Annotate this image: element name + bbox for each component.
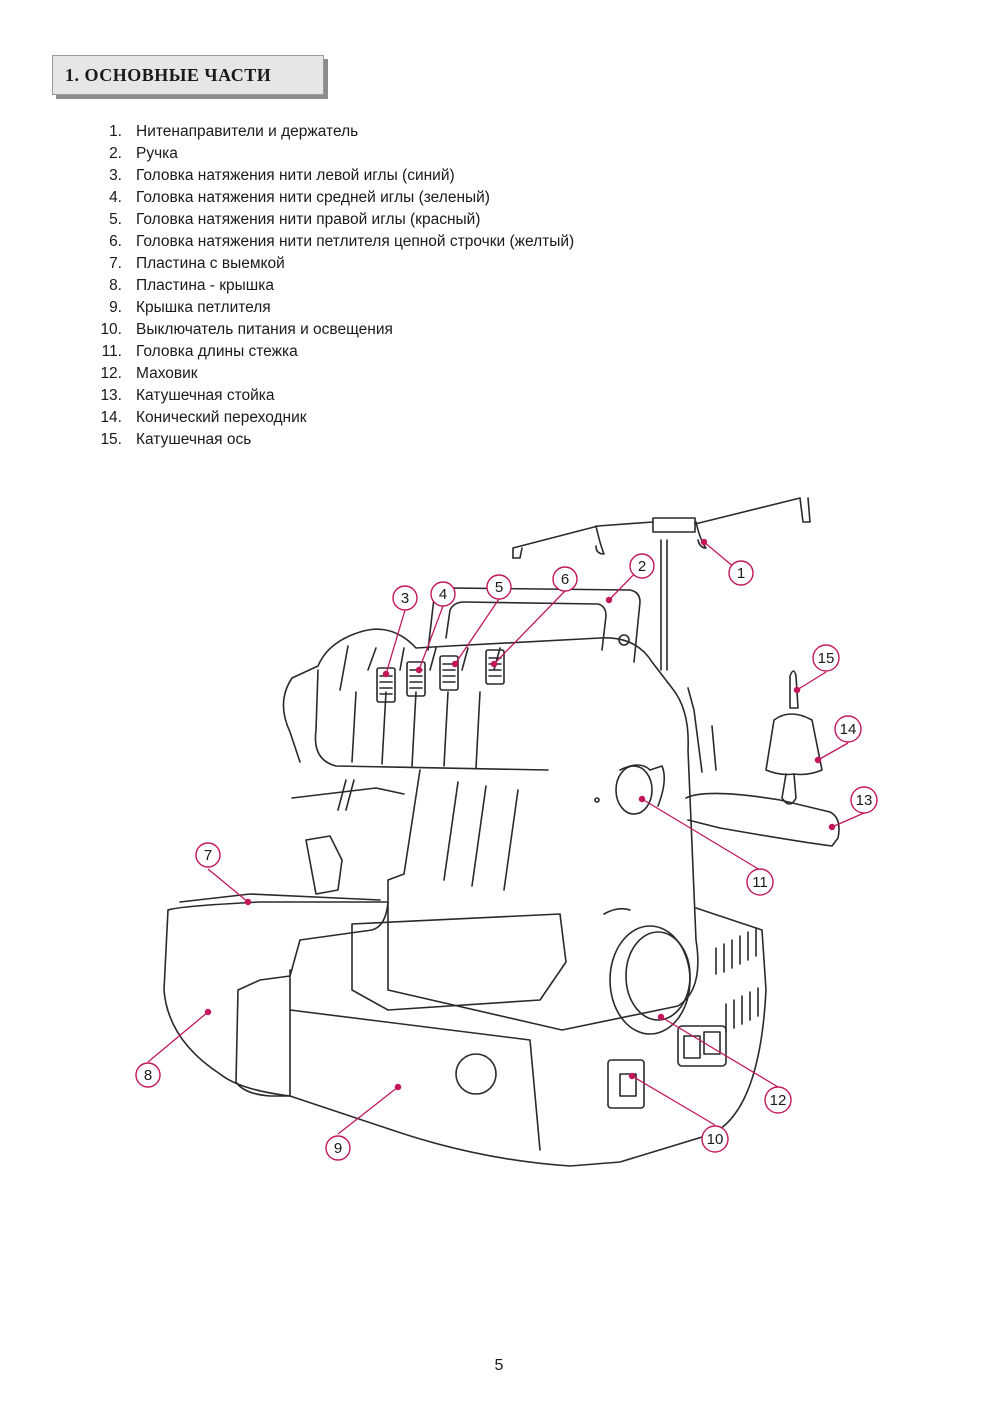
svg-text:6: 6 <box>561 571 569 588</box>
item-number: 15. <box>100 431 122 448</box>
section-title: 1. ОСНОВНЫЕ ЧАСТИ <box>65 65 272 85</box>
presser-foot-drawing <box>305 835 343 895</box>
item-number: 10. <box>100 321 122 338</box>
callout-13: 13 <box>850 786 878 814</box>
callouts: 1 2 3 4 5 6 7 8 9 10 11 12 13 14 15 <box>135 553 878 1161</box>
overlock-machine-diagram: 1 2 3 4 5 6 7 8 9 10 11 12 13 14 15 <box>135 497 878 1167</box>
item-label: Головка натяжения нити правой иглы (крас… <box>136 211 481 228</box>
svg-text:7: 7 <box>204 847 212 864</box>
svg-text:5: 5 <box>495 579 503 596</box>
list-item: 1. Нитенаправители и держатель <box>90 121 574 143</box>
svg-text:10: 10 <box>707 1131 724 1148</box>
item-label: Головка натяжения нити средней иглы (зел… <box>136 189 490 206</box>
item-number: 11. <box>101 343 122 360</box>
callout-9: 9 <box>325 1135 351 1161</box>
item-number: 7. <box>109 255 122 272</box>
list-item: 5. Головка натяжения нити правой иглы (кр… <box>90 209 574 231</box>
leader-lines <box>147 538 865 1135</box>
item-number: 13. <box>100 387 122 404</box>
list-item: 13. Катушечная стойка <box>90 385 574 407</box>
svg-text:12: 12 <box>770 1092 787 1109</box>
item-label: Пластина - крышка <box>136 277 274 294</box>
svg-text:3: 3 <box>401 590 409 607</box>
svg-text:8: 8 <box>144 1067 152 1084</box>
item-label: Катушечная стойка <box>136 387 275 404</box>
item-number: 5. <box>109 211 122 228</box>
item-label: Пластина с выемкой <box>136 255 285 272</box>
list-item: 3. Головка натяжения нити левой иглы (син… <box>90 165 574 187</box>
svg-text:2: 2 <box>638 558 646 575</box>
item-number: 14. <box>100 409 122 426</box>
lower-body-drawing <box>167 901 389 1097</box>
item-label: Крышка петлителя <box>136 299 271 316</box>
callout-7: 7 <box>195 842 221 868</box>
power-switch-drawing <box>607 1059 645 1109</box>
svg-text:4: 4 <box>439 586 447 603</box>
list-item: 15. Катушечная ось <box>90 429 574 451</box>
tension-dials-drawing <box>376 649 505 703</box>
item-number: 8. <box>109 277 122 294</box>
control-panel-drawing <box>677 1025 727 1067</box>
list-item: 4. Головка натяжения нити средней иглы (з… <box>90 187 574 209</box>
callout-6: 6 <box>552 566 578 592</box>
callout-3: 3 <box>392 585 418 611</box>
spool-stand-drawing <box>685 792 840 847</box>
callout-1: 1 <box>728 560 754 586</box>
item-number: 2. <box>109 145 122 162</box>
item-label: Головка натяжения нити левой иглы (синий… <box>136 167 455 184</box>
stitch-length-knob-drawing <box>615 765 653 815</box>
item-number: 3. <box>109 167 122 184</box>
list-item: 14. Конический переходник <box>90 407 574 429</box>
list-item: 10. Выключатель питания и освещения <box>90 319 574 341</box>
machine-body-drawing <box>282 628 699 1031</box>
item-label: Выключатель питания и освещения <box>136 321 393 338</box>
item-number: 6. <box>109 233 122 250</box>
svg-text:1: 1 <box>737 565 745 582</box>
callout-15: 15 <box>812 644 840 672</box>
callout-4: 4 <box>430 581 456 607</box>
item-number: 9. <box>109 299 122 316</box>
list-item: 6. Головка натяжения нити петлителя цепно… <box>90 231 574 253</box>
item-number: 12. <box>100 365 122 382</box>
list-item: 9. Крышка петлителя <box>90 297 574 319</box>
list-item: 12. Маховик <box>90 363 574 385</box>
svg-text:11: 11 <box>752 874 768 891</box>
callout-14: 14 <box>834 715 862 743</box>
svg-text:13: 13 <box>856 792 873 809</box>
callout-10: 10 <box>701 1125 729 1153</box>
list-item: 11. Головка длины стежка <box>90 341 574 363</box>
spool-pin-drawing <box>789 670 799 709</box>
item-label: Нитенаправители и держатель <box>136 123 359 140</box>
svg-text:9: 9 <box>334 1140 342 1157</box>
callout-12: 12 <box>764 1086 792 1114</box>
parts-list: 1. Нитенаправители и держатель 2. Ручка 3.… <box>90 121 574 451</box>
thread-stand-drawing <box>512 497 811 671</box>
callout-2: 2 <box>629 553 655 579</box>
page-number: 5 <box>494 1357 504 1374</box>
item-label: Головка длины стежка <box>136 343 298 360</box>
svg-text:15: 15 <box>818 650 835 667</box>
spool-cone-drawing <box>765 713 823 776</box>
section-header: 1. ОСНОВНЫЕ ЧАСТИ <box>52 55 324 95</box>
callout-11: 11 <box>746 868 774 896</box>
list-item: 2. Ручка <box>90 143 574 165</box>
item-label: Головка натяжения нити петлителя цепной … <box>136 233 575 250</box>
item-label: Конический переходник <box>136 409 307 426</box>
callout-8: 8 <box>135 1062 161 1088</box>
callout-5: 5 <box>486 574 512 600</box>
svg-text:14: 14 <box>840 721 857 738</box>
item-label: Катушечная ось <box>136 431 252 448</box>
item-label: Ручка <box>136 145 178 162</box>
vents-drawing <box>715 927 759 1033</box>
item-number: 4. <box>109 189 122 206</box>
item-number: 1. <box>109 123 122 140</box>
machine-drawing <box>163 497 840 1167</box>
list-item: 8. Пластина - крышка <box>90 275 574 297</box>
list-item: 7. Пластина с выемкой <box>90 253 574 275</box>
item-label: Маховик <box>136 365 198 382</box>
